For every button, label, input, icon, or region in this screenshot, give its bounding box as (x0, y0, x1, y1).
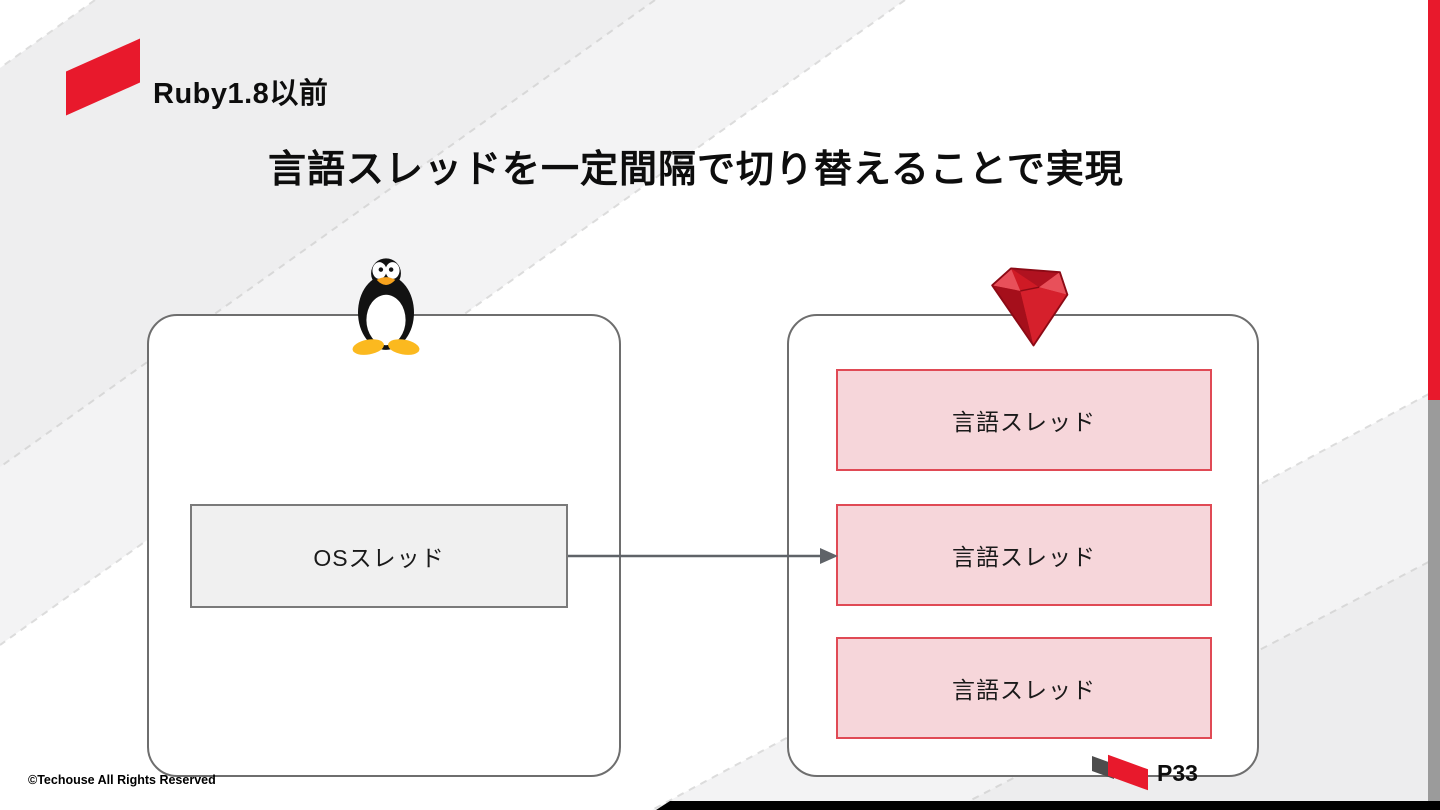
bottom-black-bar (656, 801, 1440, 810)
right-edge-gray-bar (1428, 400, 1440, 810)
os-thread-label: OSスレッド (313, 545, 445, 571)
language-thread-label: 言語スレッド (952, 544, 1096, 570)
copyright-text: ©Techouse All Rights Reserved (28, 773, 216, 787)
language-thread-box: 言語スレッド (836, 504, 1212, 606)
slide-kicker: Ruby1.8以前 (153, 78, 329, 110)
os-thread-box: OSスレッド (190, 504, 568, 608)
language-thread-label: 言語スレッド (952, 677, 1096, 703)
ruby-gem-icon (991, 267, 1069, 347)
os-to-language-arrow-icon (568, 548, 838, 564)
slide-title: 言語スレッドを一定間隔で切り替えることで実現 (268, 149, 1124, 191)
language-thread-box: 言語スレッド (836, 637, 1212, 739)
language-thread-box: 言語スレッド (836, 369, 1212, 471)
tux-penguin-icon (352, 258, 420, 355)
right-edge-red-bar (1428, 0, 1440, 400)
page-number: P33 (1157, 760, 1198, 786)
language-thread-label: 言語スレッド (952, 409, 1096, 435)
